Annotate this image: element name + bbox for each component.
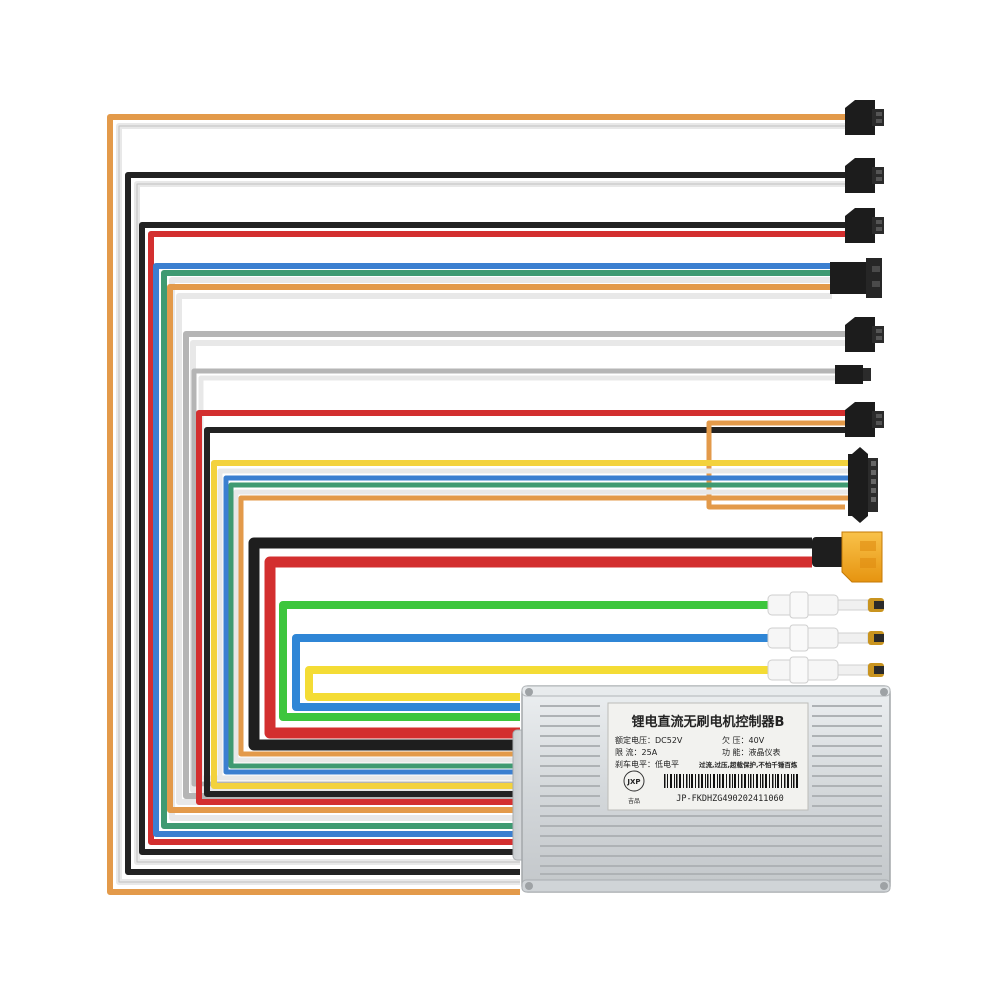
connector-2pin-2: [845, 158, 884, 193]
connector-2pin-3: [845, 208, 884, 243]
barcode: [664, 774, 798, 788]
wire-blue-4: [153, 263, 832, 837]
brand-logo: JXP 吉品: [623, 770, 645, 805]
connectors: [767, 100, 884, 684]
label-undervoltage: 欠 压：40V: [722, 735, 765, 745]
wire-power: [248, 537, 812, 751]
connector-phase-1: [767, 591, 884, 619]
screw-icon: [525, 882, 533, 890]
label-title: 锂电直流无刷电机控制器B: [632, 714, 785, 730]
wire-pair-connector-7: [196, 410, 845, 805]
screw-icon: [880, 688, 888, 696]
wire-phase: [279, 601, 772, 721]
connector-2pin-6: [835, 365, 871, 384]
wire-green-4: [161, 270, 832, 829]
connector-2pin-5: [845, 317, 884, 352]
wire-white-2-edge: [136, 183, 845, 863]
product-label: 锂电直流无刷电机控制器B 额定电压：DC52V 欠 压：40V 限 流：25A …: [607, 702, 809, 811]
wire-orange-4: [167, 284, 832, 813]
wire-blue-8: [223, 475, 848, 775]
label-current-limit: 限 流：25A: [615, 747, 658, 757]
wire-white-8: [217, 468, 848, 781]
wire-black-power: [248, 537, 812, 751]
brand-name: 吉品: [628, 798, 640, 805]
wire-green-8: [228, 482, 848, 769]
connector-4pin: [830, 258, 882, 298]
wire-white-8b: [233, 489, 848, 763]
wire-pair-connector-3: [139, 222, 845, 855]
wire-red-power: [264, 556, 812, 739]
screw-icon: [525, 688, 533, 696]
connector-2pin-7: [845, 402, 884, 437]
label-model-number: JP-FKDHZG490202411060: [676, 794, 783, 804]
wire-black-7: [204, 427, 845, 797]
wire-white-1-edge: [118, 125, 845, 883]
wire-pair-connector-2: [125, 172, 845, 875]
label-brake-level: 刹车电平：低电平: [615, 759, 679, 769]
screw-icon: [880, 882, 888, 890]
wire-orange-1: [107, 114, 845, 895]
wire-group-connector-8: [211, 460, 848, 789]
connector-xt-power: [812, 531, 883, 583]
heatsink-fins: [540, 705, 882, 875]
wire-phase-blue: [292, 634, 772, 711]
wire-black-3: [139, 222, 845, 855]
wire-black-2: [125, 172, 845, 875]
connector-phase-3: [767, 656, 884, 684]
wire-harness: [107, 114, 848, 895]
connector-phase-2: [767, 624, 884, 652]
wire-phase-green: [279, 601, 772, 721]
wire-group-connector-4: [153, 263, 832, 837]
wire-yellow-8: [211, 460, 848, 789]
wire-orange-8: [238, 495, 848, 757]
logo-text: JXP: [626, 778, 640, 786]
label-rated-voltage: 额定电压：DC52V: [615, 735, 683, 745]
connector-6pin: [848, 447, 878, 523]
label-features: 过流,过压,超载保护,不怕千锤百炼: [699, 760, 798, 769]
label-function: 功 能：液晶仪表: [722, 747, 781, 757]
wire-pair-connector-1: [107, 114, 845, 895]
wire-red-3: [148, 231, 845, 845]
wire-phase-yellow: [305, 666, 772, 701]
connector-2pin-1: [845, 100, 884, 135]
wire-red-7: [196, 410, 845, 805]
